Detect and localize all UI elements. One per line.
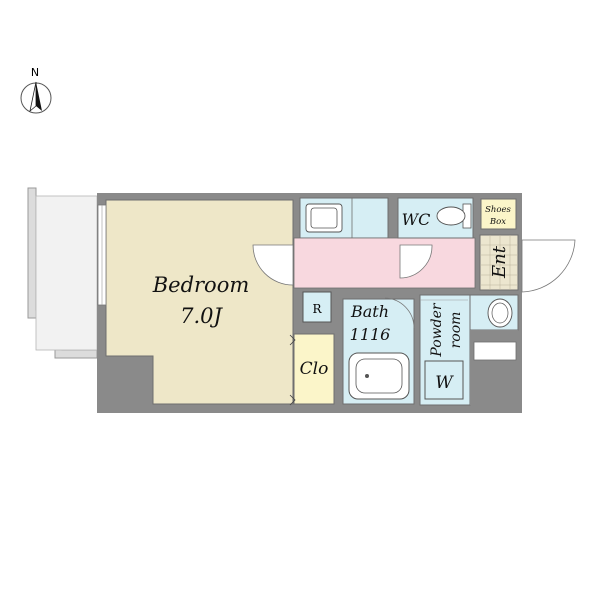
shoes-box-line2: Box	[489, 217, 506, 227]
bath-name: Bath	[350, 302, 389, 321]
washer: W	[424, 360, 464, 400]
wc: WC	[397, 197, 474, 239]
compass-label: N	[31, 66, 39, 79]
north-arrow-icon-dark	[36, 82, 42, 111]
bathtub-icon	[348, 352, 410, 400]
shoes-box-line1: Shoes	[485, 205, 511, 215]
washer-label: W	[435, 373, 454, 393]
bedroom-size: 7.0J	[180, 304, 223, 328]
powder-room-line2: room	[448, 312, 464, 349]
powder-room-line1: Powder	[429, 302, 445, 358]
entrance-label: Ent	[489, 245, 510, 279]
entrance-door	[521, 239, 576, 293]
refrigerator-label: R	[312, 302, 322, 316]
bath-size: 1116	[350, 325, 391, 344]
corridor	[293, 237, 476, 289]
entrance: Ent	[479, 234, 519, 291]
door-swings	[252, 239, 576, 293]
bedroom: Bedroom 7.0J	[105, 199, 294, 405]
refrigerator: R	[302, 291, 332, 323]
wc-label: WC	[402, 210, 431, 229]
bedroom-name: Bedroom	[152, 273, 250, 297]
bedroom-door	[252, 244, 294, 286]
closet: Clo	[289, 333, 335, 406]
toilet-icon	[436, 206, 466, 226]
kitchen	[299, 197, 389, 239]
closet-label: Clo	[300, 359, 329, 379]
wc-door	[399, 244, 433, 279]
bath: Bath 1116	[342, 297, 415, 405]
kitchen-sink-icon	[305, 203, 343, 233]
balcony	[27, 187, 98, 359]
compass: N	[20, 66, 52, 114]
shoes-box: Shoes Box	[480, 198, 517, 230]
bedroom-window	[97, 204, 107, 306]
